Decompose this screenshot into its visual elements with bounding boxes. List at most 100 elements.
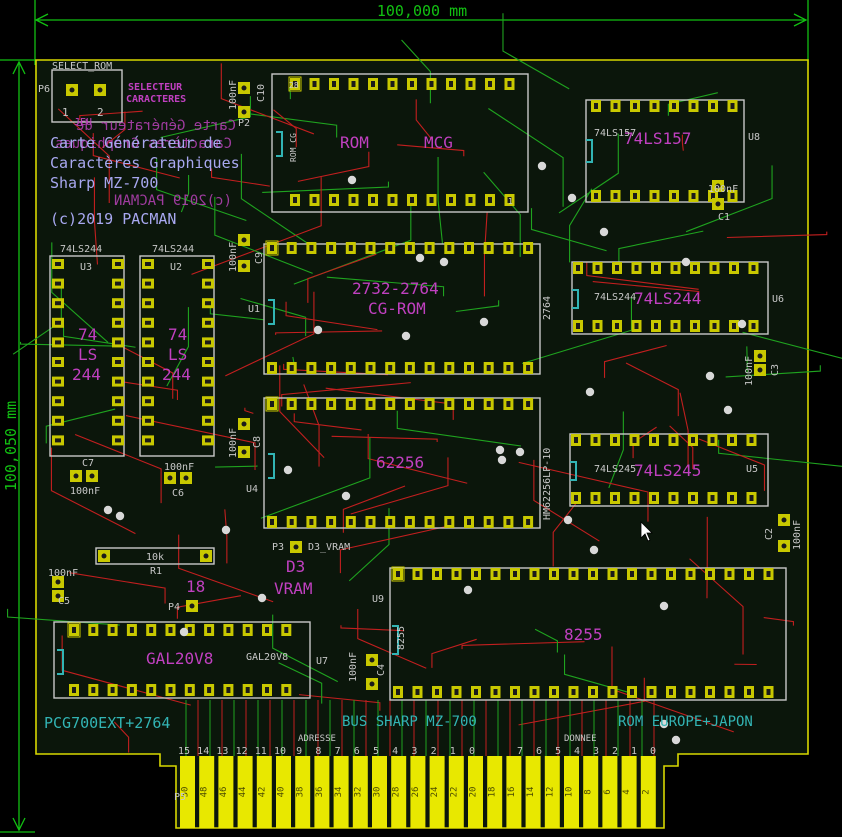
pad[interactable]: [668, 492, 679, 504]
pad[interactable]: [306, 516, 317, 528]
pad[interactable]: [286, 242, 297, 254]
pad[interactable]: [646, 568, 657, 580]
pad[interactable]: [444, 242, 455, 254]
edge-finger[interactable]: 24: [429, 756, 445, 828]
pad[interactable]: [724, 686, 735, 698]
pad[interactable]: [107, 684, 118, 696]
pad[interactable]: [223, 684, 234, 696]
pad[interactable]: [627, 568, 637, 580]
pad[interactable]: [202, 259, 214, 269]
pad[interactable]: [204, 624, 215, 636]
pad[interactable]: [365, 242, 376, 254]
pad[interactable]: [426, 78, 437, 90]
pad[interactable]: [727, 492, 737, 504]
pad[interactable]: [309, 78, 320, 90]
pad[interactable]: [669, 100, 679, 112]
pad[interactable]: [202, 317, 214, 328]
pad[interactable]: [724, 568, 735, 580]
pad[interactable]: [709, 320, 720, 332]
pad[interactable]: [426, 194, 437, 206]
pad[interactable]: [744, 568, 754, 580]
edge-finger[interactable]: 10: [564, 756, 579, 828]
pad[interactable]: [126, 624, 137, 636]
pad[interactable]: [66, 84, 78, 96]
pad[interactable]: [202, 278, 214, 289]
pad[interactable]: [267, 516, 277, 528]
pad[interactable]: [688, 100, 699, 112]
pad[interactable]: [242, 684, 253, 696]
pad[interactable]: [627, 686, 637, 698]
edge-finger[interactable]: 44: [237, 756, 253, 828]
pad[interactable]: [432, 686, 442, 698]
pad[interactable]: [607, 686, 618, 698]
pad[interactable]: [670, 320, 681, 332]
edge-finger[interactable]: 6: [602, 756, 618, 828]
pad[interactable]: [573, 320, 583, 332]
pad[interactable]: [223, 624, 234, 636]
pad[interactable]: [610, 190, 621, 202]
pad[interactable]: [607, 568, 618, 580]
pad[interactable]: [744, 686, 754, 698]
pad[interactable]: [126, 684, 137, 696]
pad[interactable]: [348, 78, 359, 90]
pad[interactable]: [238, 82, 250, 94]
pad[interactable]: [464, 398, 474, 410]
pad[interactable]: [568, 568, 579, 580]
pad[interactable]: [88, 684, 99, 696]
pad[interactable]: [202, 396, 214, 407]
pad[interactable]: [52, 576, 64, 588]
pad[interactable]: [306, 398, 317, 410]
pad[interactable]: [690, 320, 700, 332]
pad[interactable]: [504, 194, 515, 206]
pad[interactable]: [649, 190, 660, 202]
pad[interactable]: [709, 262, 720, 274]
pad[interactable]: [465, 194, 476, 206]
pad[interactable]: [52, 396, 64, 407]
pad[interactable]: [142, 337, 154, 348]
pad[interactable]: [503, 362, 514, 374]
pad[interactable]: [748, 262, 759, 274]
pad[interactable]: [573, 262, 583, 274]
pad[interactable]: [549, 686, 559, 698]
pad[interactable]: [651, 320, 661, 332]
pad[interactable]: [184, 624, 195, 636]
pad[interactable]: [727, 190, 738, 202]
pad[interactable]: [529, 568, 540, 580]
pad[interactable]: [708, 100, 718, 112]
pad[interactable]: [345, 242, 356, 254]
pad[interactable]: [612, 262, 622, 274]
pad[interactable]: [690, 262, 700, 274]
pad[interactable]: [407, 78, 417, 90]
pad[interactable]: [729, 320, 739, 332]
pad[interactable]: [368, 194, 378, 206]
pad[interactable]: [404, 362, 415, 374]
pad[interactable]: [610, 434, 620, 446]
pad[interactable]: [112, 357, 124, 367]
pad[interactable]: [385, 516, 396, 528]
pad[interactable]: [387, 78, 398, 90]
edge-finger[interactable]: 38: [295, 756, 311, 828]
pad[interactable]: [666, 568, 676, 580]
edge-finger[interactable]: 42: [256, 756, 272, 828]
pad[interactable]: [70, 470, 82, 482]
edge-finger[interactable]: 26: [410, 756, 426, 828]
pad[interactable]: [385, 242, 396, 254]
pad[interactable]: [288, 76, 302, 92]
pad[interactable]: [52, 357, 64, 367]
pad[interactable]: [465, 78, 476, 90]
pad[interactable]: [483, 398, 494, 410]
edge-finger[interactable]: 8: [583, 756, 599, 828]
pad[interactable]: [393, 686, 403, 698]
pad[interactable]: [668, 434, 679, 446]
pad[interactable]: [592, 262, 603, 274]
pad[interactable]: [306, 242, 317, 254]
pad[interactable]: [88, 624, 99, 636]
pad[interactable]: [424, 362, 435, 374]
edge-finger[interactable]: 4: [621, 756, 637, 828]
pad[interactable]: [112, 376, 124, 387]
pad[interactable]: [763, 686, 774, 698]
pad[interactable]: [204, 684, 215, 696]
pad[interactable]: [165, 624, 176, 636]
pad[interactable]: [630, 190, 640, 202]
